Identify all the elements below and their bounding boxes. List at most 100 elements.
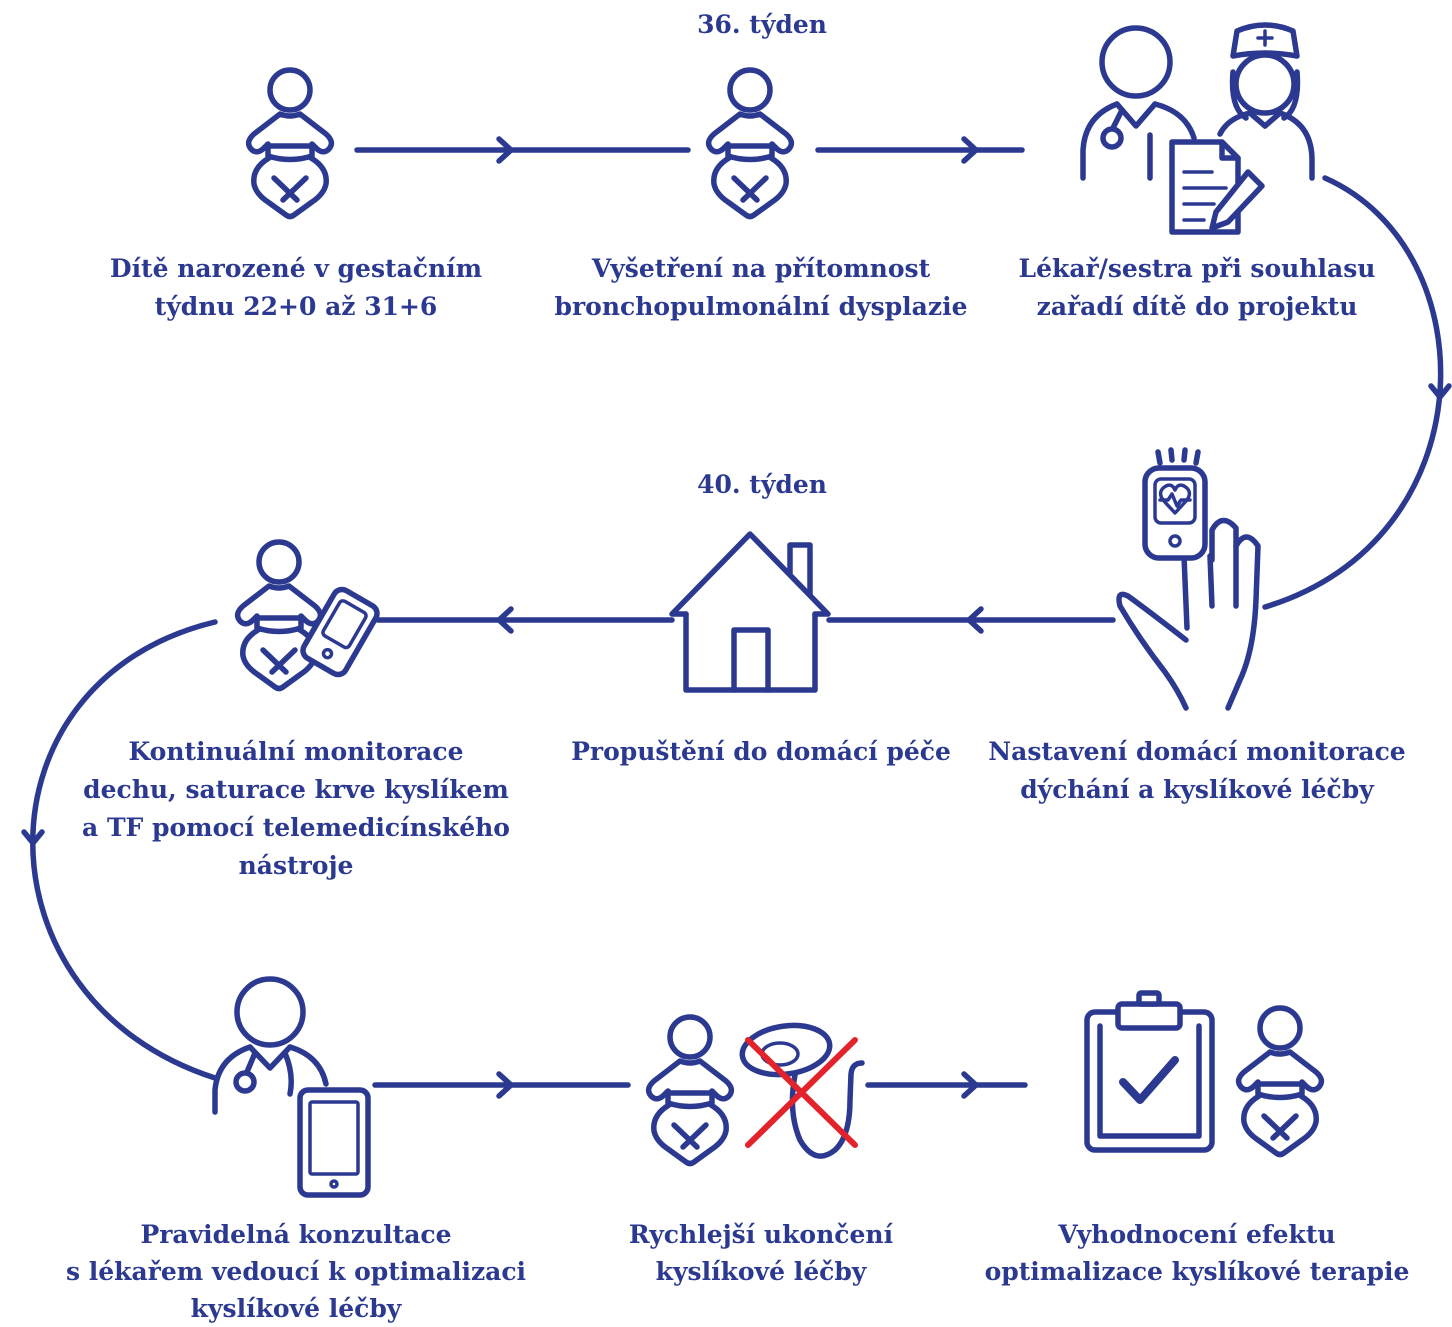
doctor-figure xyxy=(1080,25,1197,181)
baby-icon xyxy=(1239,1008,1322,1155)
doctor-collar xyxy=(1114,101,1158,129)
document-icon xyxy=(1169,139,1265,235)
doctor-head xyxy=(1099,25,1173,99)
step-label-line: Vyhodnocení efektu xyxy=(1058,1220,1336,1249)
pencil-icon xyxy=(1209,169,1265,231)
arrowhead-down-icon xyxy=(1428,383,1452,400)
tablet-icon xyxy=(297,1087,371,1198)
doctor-left-shoulder xyxy=(1080,101,1120,181)
pulse-oximeter-hand-icon xyxy=(1116,447,1261,711)
step-label-line: Dítě narozené v gestačním xyxy=(109,254,483,283)
arrowhead-right-icon xyxy=(496,1071,514,1099)
newborn-baby-icon xyxy=(249,70,332,217)
step-label-line: Propuštění do domácí péče xyxy=(571,737,951,766)
house-door xyxy=(731,627,771,693)
hand-thumb xyxy=(1116,591,1189,711)
signal-lines-icon xyxy=(1155,447,1201,466)
checkmark-icon xyxy=(1119,1056,1179,1104)
step-label-line: Vyšetření na přítomnost xyxy=(591,254,931,283)
nurse-cap-cross-icon xyxy=(1256,29,1274,47)
cross-out-icon xyxy=(745,1037,858,1148)
monitor-device-icon xyxy=(300,586,380,678)
house-chimney xyxy=(787,542,813,597)
step-label-birth: Dítě narozené v gestačním týdnu 22+0 až … xyxy=(110,250,482,326)
oxygen-tube xyxy=(789,1060,865,1159)
step-label-consultation: Pravidelná konzultace s lékařem vedoucí … xyxy=(66,1216,526,1327)
step-label-evaluation: Vyhodnocení efektu optimalizace kyslíkov… xyxy=(985,1216,1410,1290)
device-button xyxy=(321,647,334,660)
week-label-36: 36. týden xyxy=(697,10,827,39)
baby-monitor-device-icon xyxy=(238,542,380,689)
connector-curve-right xyxy=(1262,175,1444,610)
week-label-40: 40. týden xyxy=(697,470,827,499)
step-label-discharge: Propuštění do domácí péče xyxy=(571,733,951,771)
step-label-line: nástroje xyxy=(238,851,354,880)
step-label-line: Lékař/sestra při souhlasu xyxy=(1018,254,1376,283)
step-label-line: bronchopulmonální dysplazie xyxy=(554,292,968,321)
house-roof xyxy=(669,531,831,617)
hand-outer-fingers xyxy=(1225,534,1261,711)
doctor-right-shoulder xyxy=(287,1044,329,1087)
hand-index-finger xyxy=(1181,553,1215,631)
connectors xyxy=(21,136,1452,1099)
arrowhead-left-icon xyxy=(966,606,984,634)
step-label-enrollment: Lékař/sestra při souhlasu zařadí dítě do… xyxy=(1019,250,1376,326)
clipboard-board xyxy=(1084,1009,1215,1153)
clipboard-clip-tab xyxy=(1136,990,1162,1007)
step-label-line: Pravidelná konzultace xyxy=(140,1220,452,1249)
pulse-oximeter-screen xyxy=(1153,477,1197,525)
house-walls xyxy=(683,611,818,693)
nurse-cap xyxy=(1230,22,1300,59)
baby-oxygen-mask-crossed-icon xyxy=(649,1017,865,1164)
step-label-line: dýchání a kyslíkové léčby xyxy=(1020,775,1374,804)
arrowhead-right-icon xyxy=(496,136,514,164)
step-label-line: Rychlejší ukončení xyxy=(628,1220,894,1249)
doctor-tablet-icon xyxy=(212,976,371,1198)
mask-outer xyxy=(739,1022,833,1078)
baby-icon xyxy=(709,70,792,217)
tablet-screen xyxy=(308,1100,360,1176)
stethoscope-icon xyxy=(1100,126,1124,150)
step-label-line: s lékařem vedoucí k optimalizaci xyxy=(65,1257,527,1286)
tablet-button xyxy=(329,1179,339,1189)
house-icon xyxy=(669,531,831,693)
document-fold xyxy=(1219,139,1241,161)
step-label-line: dechu, saturace krve kyslíkem xyxy=(83,775,509,804)
nurse-head xyxy=(1233,52,1297,116)
nurse-left-shoulder xyxy=(1217,110,1253,137)
step-label-examination: Vyšetření na přítomnost bronchopulmonáln… xyxy=(555,250,968,326)
stethoscope-tube xyxy=(1110,107,1125,131)
clipboard-clip xyxy=(1115,1001,1183,1031)
step-label-home-monitoring-setup: Nastavení domácí monitorace dýchání a ky… xyxy=(988,733,1405,809)
device-screen xyxy=(321,599,368,650)
baby-icon xyxy=(649,1017,732,1164)
nurse-right-shoulder xyxy=(1277,110,1315,181)
step-label-line: Kontinuální monitorace xyxy=(128,737,464,766)
nurse-figure xyxy=(1217,22,1315,181)
doctor-head xyxy=(234,976,306,1048)
oxygen-mask-icon xyxy=(739,1022,865,1159)
document-lines xyxy=(1182,170,1228,222)
hand-middle-finger xyxy=(1209,517,1239,609)
device-button xyxy=(1168,534,1182,548)
clipboard-paper xyxy=(1097,1023,1202,1139)
doctor-right-shoulder xyxy=(1152,101,1197,141)
step-label-continuous-monitoring: Kontinuální monitorace dechu, saturace k… xyxy=(82,733,510,885)
arrowhead-right-icon xyxy=(961,1071,979,1099)
arrowhead-down-icon xyxy=(21,829,45,846)
stethoscope-tube xyxy=(244,1050,294,1097)
stethoscope-icon xyxy=(233,1070,257,1094)
heart-pulse-icon xyxy=(1158,483,1192,515)
step-label-line: optimalizace kyslíkové terapie xyxy=(984,1257,1410,1286)
step-label-line: týdnu 22+0 až 31+6 xyxy=(154,292,438,321)
doctor-left-shoulder xyxy=(212,1044,253,1115)
nurse-collar xyxy=(1247,110,1283,129)
step-label-line: kyslíkové léčby xyxy=(655,1257,867,1286)
doctor-nurse-document-icon xyxy=(1080,22,1315,235)
step-label-faster-termination: Rychlejší ukončení kyslíkové léčby xyxy=(629,1216,893,1290)
step-label-line: kyslíkové léčby xyxy=(190,1294,402,1323)
step-label-line: a TF pomocí telemedicínského xyxy=(82,813,510,842)
clipboard-check-baby-icon xyxy=(1084,990,1322,1155)
arrowhead-left-icon xyxy=(496,606,514,634)
